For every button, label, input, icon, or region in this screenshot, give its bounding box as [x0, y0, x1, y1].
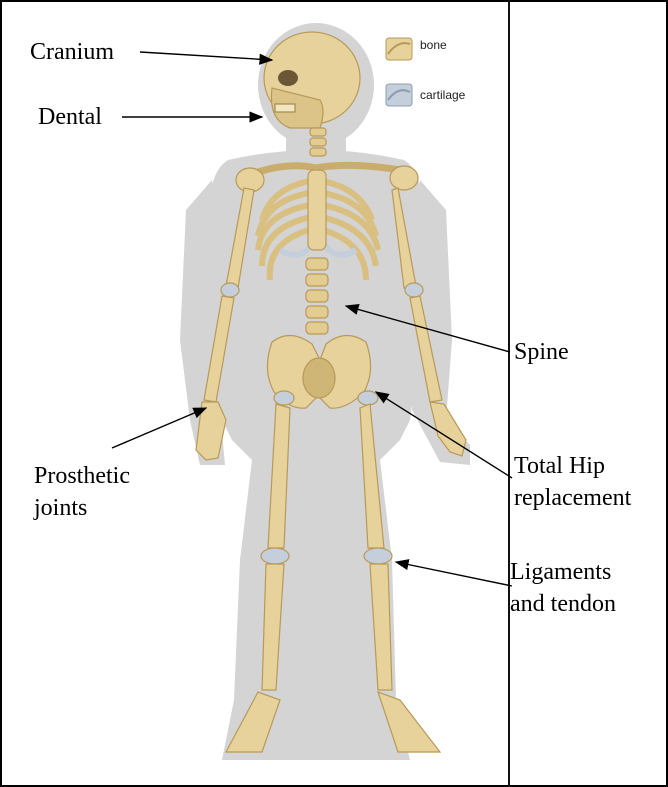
- cervical-spine: [310, 128, 326, 156]
- legend-bone-label: bone: [420, 38, 447, 52]
- cartilage-swatch: [386, 84, 412, 106]
- label-dental: Dental: [38, 103, 102, 131]
- sacrum: [303, 358, 335, 398]
- label-cranium: Cranium: [30, 38, 114, 66]
- label-hip-line2: replacement: [514, 484, 631, 512]
- label-spine: Spine: [514, 338, 569, 366]
- label-ligaments-line1: Ligaments: [510, 558, 611, 586]
- legend-cartilage-label: cartilage: [420, 88, 465, 102]
- legend: [386, 38, 412, 106]
- sternum: [308, 170, 326, 250]
- bone-swatch: [386, 38, 412, 60]
- arrow-ligaments: [396, 562, 512, 586]
- lumbar-spine: [306, 258, 328, 334]
- label-prosthetic-line2: joints: [34, 494, 87, 522]
- label-prosthetic-line1: Prosthetic: [34, 462, 130, 490]
- eye-socket: [278, 70, 298, 86]
- teeth: [275, 104, 295, 112]
- label-hip-line1: Total Hip: [514, 452, 605, 480]
- label-ligaments-line2: and tendon: [510, 590, 616, 618]
- arrow-cranium: [140, 52, 272, 60]
